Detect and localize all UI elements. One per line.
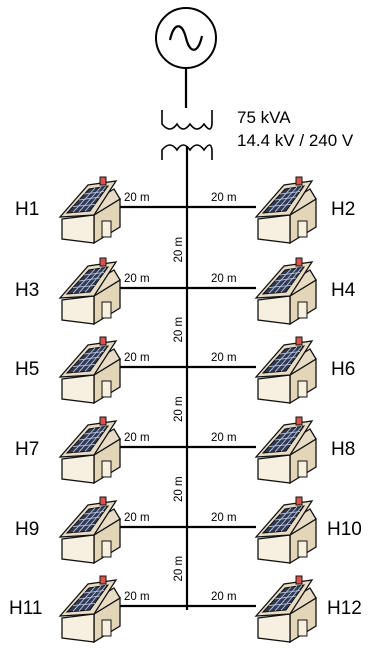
house-h3: 20 m H3 <box>15 257 187 325</box>
house-h2: 20 m H2 <box>187 176 355 244</box>
house-solar-icon <box>59 575 121 643</box>
house-h11: 20 m H11 <box>9 575 187 643</box>
transformer-rating: 75 kVA <box>237 108 291 127</box>
drop-length-label: 20 m <box>124 591 150 603</box>
house-solar-icon <box>59 416 121 484</box>
house-h10: 20 m H10 <box>187 496 362 564</box>
house-label: H10 <box>327 519 362 540</box>
house-solar-icon <box>59 176 121 244</box>
house-h5: 20 m H5 <box>15 336 187 404</box>
transformer: 75 kVA 14.4 kV / 240 V <box>161 108 354 160</box>
house-label: H6 <box>331 359 355 380</box>
generator-source <box>155 7 217 108</box>
feeder-segment-label: 20 m <box>173 237 185 263</box>
house-solar-icon <box>59 257 121 325</box>
feeder-segment-label: 20 m <box>173 396 185 422</box>
house-label: H1 <box>15 199 39 220</box>
house-solar-icon <box>255 416 317 484</box>
house-h1: 20 m H1 <box>15 176 187 244</box>
house-h6: 20 m H6 <box>187 336 355 404</box>
drop-length-label: 20 m <box>124 352 150 364</box>
feeder-segment-label: 20 m <box>173 556 185 582</box>
house-label: H7 <box>15 439 39 460</box>
house-solar-icon <box>255 336 317 404</box>
house-label: H8 <box>331 439 355 460</box>
house-label: H11 <box>9 598 42 619</box>
house-label: H12 <box>327 598 362 619</box>
house-h12: 20 m H12 <box>187 575 362 643</box>
feeder-segment-label: 20 m <box>173 317 185 343</box>
drop-length-label: 20 m <box>211 432 237 444</box>
house-solar-icon <box>255 575 317 643</box>
house-solar-icon <box>59 496 121 564</box>
house-h4: 20 m H4 <box>187 257 356 325</box>
house-label: H5 <box>15 359 39 380</box>
transformer-voltage: 14.4 kV / 240 V <box>237 131 354 150</box>
drop-length-label: 20 m <box>211 192 237 204</box>
feeder-segment-label: 20 m <box>173 476 185 502</box>
house-solar-icon <box>255 496 317 564</box>
drop-length-label: 20 m <box>124 512 150 524</box>
house-label: H4 <box>331 280 356 301</box>
drop-length-label: 20 m <box>211 591 237 603</box>
drop-length-label: 20 m <box>124 192 150 204</box>
drop-length-label: 20 m <box>124 273 150 285</box>
house-h8: 20 m H8 <box>187 416 355 484</box>
house-solar-icon <box>255 257 317 325</box>
house-label: H3 <box>15 280 39 301</box>
drop-length-label: 20 m <box>124 432 150 444</box>
drop-length-label: 20 m <box>211 512 237 524</box>
drop-length-label: 20 m <box>211 352 237 364</box>
house-label: H9 <box>15 519 39 540</box>
house-solar-icon <box>255 176 317 244</box>
drop-length-label: 20 m <box>211 273 237 285</box>
house-h7: 20 m H7 <box>15 416 187 484</box>
house-h9: 20 m H9 <box>15 496 187 564</box>
house-label: H2 <box>331 199 355 220</box>
house-solar-icon <box>59 336 121 404</box>
